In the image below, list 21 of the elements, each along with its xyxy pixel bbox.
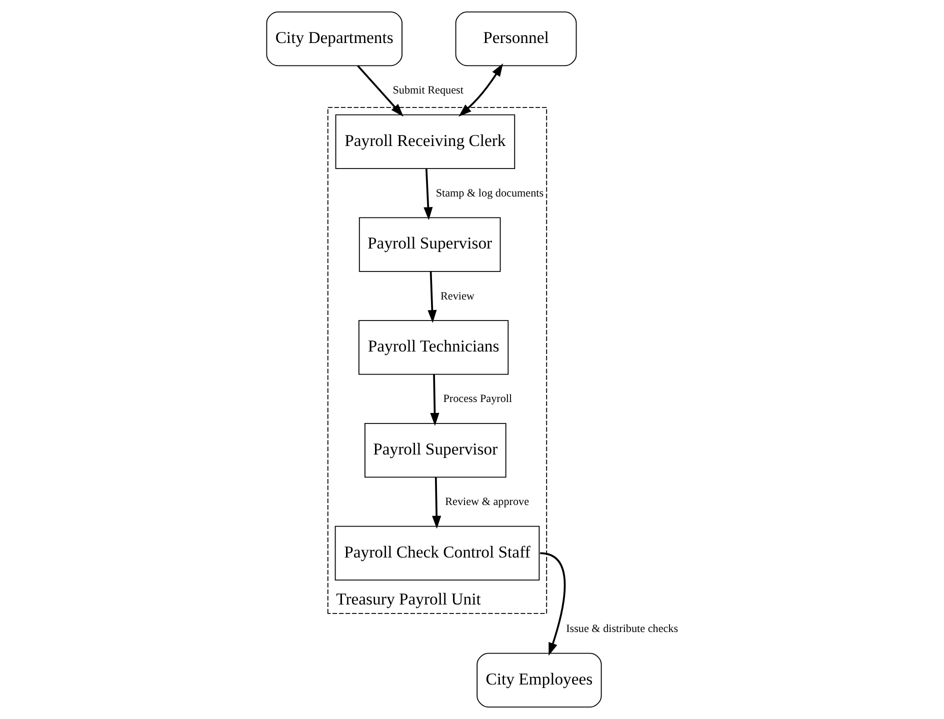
arrow: [424, 168, 433, 220]
arrow: [428, 271, 437, 324]
arrow: [458, 63, 504, 117]
arrow: [430, 374, 440, 426]
arrow: [540, 552, 566, 656]
node-box: Payroll Technicians: [358, 320, 509, 375]
node-box: City Departments: [266, 11, 402, 66]
node-box: Personnel: [455, 11, 577, 66]
node-box: Payroll Check Control Staff: [334, 526, 540, 581]
node-box: Payroll Supervisor: [364, 422, 506, 478]
edge-label: Issue & distribute checks: [566, 623, 678, 636]
edge-label: Stamp & log documents: [436, 187, 544, 200]
edge-label: Submit Request: [392, 84, 464, 97]
arrow: [357, 65, 404, 117]
node-box: Payroll Supervisor: [358, 217, 501, 272]
arrow: [432, 477, 442, 529]
edge-label: Review: [440, 290, 474, 302]
node-box: Payroll Receiving Clerk: [335, 114, 516, 170]
edge-label: Process Payroll: [443, 393, 512, 406]
edge-label: Review & approve: [445, 496, 530, 508]
node-box: City Employees: [476, 652, 602, 708]
